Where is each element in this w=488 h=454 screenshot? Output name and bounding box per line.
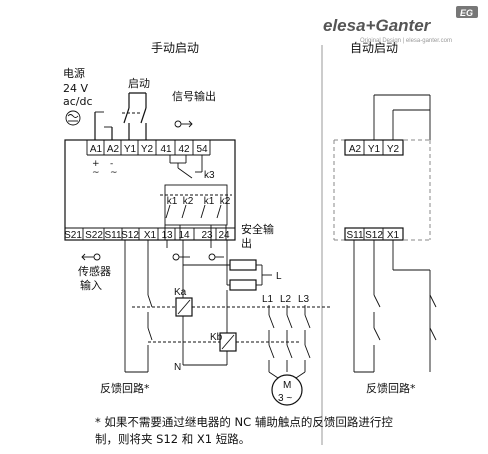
power-type: ac/dc — [63, 95, 93, 108]
auto-bottom-terminal-label: S12 — [365, 230, 383, 241]
L3-label: L3 — [298, 294, 310, 305]
safety-relay-box — [64, 139, 236, 241]
left-feedback-loop — [124, 240, 220, 373]
minus-sign: - — [110, 159, 113, 169]
auto-start-section — [333, 94, 437, 373]
contact-label: k1 — [167, 196, 178, 207]
top-terminal-label: 41 — [160, 144, 172, 155]
contact-label: k2 — [220, 196, 231, 207]
ac-dc-symbol — [65, 110, 81, 126]
bottom-terminal-label: 24 — [218, 230, 230, 241]
bottom-terminal-label: S22 — [85, 230, 103, 241]
auto-top-terminal-label: Y1 — [368, 144, 381, 155]
k3-contact — [169, 155, 203, 179]
tilde-2: ~ — [110, 168, 118, 178]
power-voltage: 24 V — [63, 82, 88, 95]
footnote-line-2: 制，则将夹 S12 和 X1 短路。 — [95, 432, 250, 446]
contact-label: k2 — [183, 196, 194, 207]
motor-phase-label: 3 ~ — [278, 393, 292, 404]
N-label: N — [174, 362, 181, 373]
bottom-terminal-label: S12 — [121, 230, 139, 241]
sensor-input-label: 传感器 — [78, 265, 111, 278]
auto-top-terminal-label: Y2 — [387, 144, 400, 155]
brand-badge: EG — [460, 8, 473, 18]
brand-logo: elesa+Ganter EG Original Design | elesa-… — [323, 6, 478, 44]
brand-badge-bg — [456, 6, 478, 18]
auto-bottom-terminal-label: S11 — [346, 230, 363, 241]
safety-output-label: 安全输 — [241, 222, 274, 236]
feedback-loop-label-right: 反馈回路* — [366, 382, 416, 395]
bottom-terminal-label: S21 — [64, 230, 82, 241]
power-label: 电源 — [63, 66, 85, 80]
feedback-loop-label-left: 反馈回路* — [100, 382, 150, 395]
top-terminal-label: Y1 — [124, 144, 137, 155]
tilde-1: ~ — [92, 168, 100, 178]
top-terminal-label: A1 — [90, 144, 103, 155]
L-label: L — [276, 271, 282, 282]
footnote-line-1: * 如果不需要通过继电器的 NC 辅助触点的反馈回路进行控 — [95, 415, 393, 429]
sensor-input-icon — [81, 253, 101, 261]
plus-sign: + — [92, 159, 100, 169]
start-switch — [122, 92, 147, 140]
L2-label: L2 — [280, 294, 292, 305]
ka-relay — [175, 265, 330, 352]
brand-name: elesa+Ganter — [323, 16, 432, 35]
auto-bottom-terminal-label: X1 — [387, 230, 400, 241]
output-wiring — [166, 240, 272, 291]
contact-label: k1 — [204, 196, 215, 207]
signal-output-icon — [174, 120, 193, 128]
three-phase-wiring — [268, 305, 311, 379]
bottom-terminal-label: 23 — [201, 230, 213, 241]
safety-output-label-2: 出 — [241, 236, 252, 250]
top-terminal-label: 42 — [178, 144, 190, 155]
sensor-input-label-2: 输入 — [80, 278, 102, 292]
brand-tagline: Original Design | elesa-ganter.com — [360, 38, 452, 44]
top-terminal-label: 54 — [196, 144, 208, 155]
k3-label: k3 — [204, 170, 215, 181]
kb-label: Kb — [210, 332, 223, 343]
internal-contacts — [160, 184, 232, 240]
L1-label: L1 — [262, 294, 274, 305]
top-terminal-label: A2 — [107, 144, 120, 155]
start-label: 启动 — [128, 77, 150, 90]
ka-label: Ka — [174, 287, 187, 298]
bottom-terminal-label: S11 — [104, 230, 121, 241]
bottom-terminal-label: X1 — [144, 230, 157, 241]
motor-label: M — [283, 380, 291, 391]
auto-top-terminal-label: A2 — [349, 144, 362, 155]
signal-output-label: 信号输出 — [172, 89, 216, 103]
kb-relay — [219, 290, 300, 365]
title-auto-start: 自动启动 — [350, 41, 398, 55]
title-manual-start: 手动启动 — [151, 41, 199, 55]
motor-symbol — [271, 374, 303, 406]
bottom-terminal-label: 14 — [178, 230, 190, 241]
top-terminal-label: Y2 — [141, 144, 154, 155]
bottom-terminal-label: 13 — [161, 230, 173, 241]
